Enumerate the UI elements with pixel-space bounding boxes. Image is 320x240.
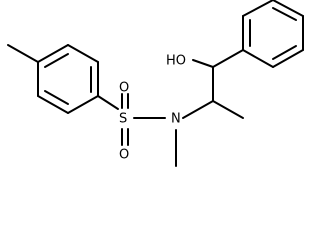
tolyl-ring-bond-2	[67, 44, 99, 63]
chain-methyl-bond	[212, 100, 244, 119]
hydroxyl-label: HO	[166, 54, 186, 69]
phenyl-ring-bond-5	[272, 49, 304, 68]
amine-chain	[175, 49, 244, 167]
phenyl-ring-bond-6	[242, 49, 274, 68]
tolyl-ring-bond-1	[37, 44, 69, 63]
hydroxyl-bond	[192, 59, 214, 68]
tolyl-ring-bond-4	[67, 95, 99, 114]
tolyl-group	[7, 44, 99, 114]
ring-to-sulfur-bond	[97, 95, 119, 110]
phenyl-ring-bond-2	[242, 0, 274, 17]
phenyl-ring-bond-3	[272, 0, 304, 17]
nitrogen-label: N	[171, 112, 181, 127]
sulfur-label: S	[119, 112, 127, 127]
phenyl-ring-inner-bond-3	[272, 45, 297, 60]
methyl-bond-left	[7, 44, 39, 63]
tolyl-ring-inner-bond-3	[44, 90, 69, 105]
sulfonyl-group	[97, 93, 166, 146]
tolyl-ring-inner-bond-1	[44, 53, 69, 68]
nitrogen-chain-bond	[182, 100, 214, 119]
chain-to-phenyl-bond	[212, 49, 244, 68]
tolyl-ring-bond-5	[37, 95, 69, 114]
oxygen-bottom-label: O	[119, 148, 129, 163]
phenyl-group	[242, 0, 304, 68]
phenyl-ring-inner-bond-2	[272, 7, 297, 21]
molecule-drawing: HO S O O N	[7, 0, 304, 167]
structure-diagram: HO S O O N	[7, 0, 304, 167]
oxygen-top-label: O	[119, 81, 129, 96]
